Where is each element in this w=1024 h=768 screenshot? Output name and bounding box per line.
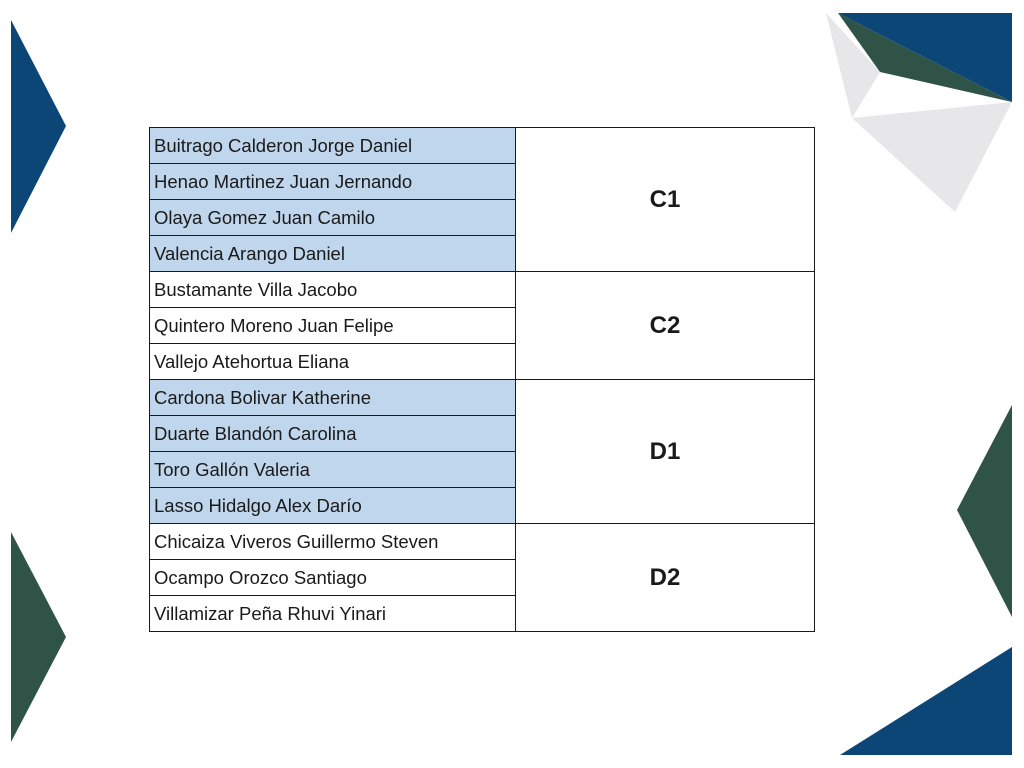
member-name-cell: Ocampo Orozco Santiago — [149, 559, 516, 596]
group-label-cell: C1 — [515, 127, 815, 272]
group-label-cell: D2 — [515, 523, 815, 632]
group-label-cell: D1 — [515, 379, 815, 524]
member-name-cell: Villamizar Peña Rhuvi Yinari — [149, 595, 516, 632]
left-bottom-green-triangle — [11, 532, 66, 742]
table-row: Toro Gallón Valeria — [149, 451, 815, 488]
group-label-cell: C2 — [515, 271, 815, 380]
table-row: Villamizar Peña Rhuvi Yinari — [149, 595, 815, 632]
member-name-cell: Lasso Hidalgo Alex Darío — [149, 487, 516, 524]
member-name-cell: Buitrago Calderon Jorge Daniel — [149, 127, 516, 164]
right-middle-green-triangle — [957, 405, 1012, 617]
member-name-cell: Henao Martinez Juan Jernando — [149, 163, 516, 200]
member-name-cell: Valencia Arango Daniel — [149, 235, 516, 272]
right-bottom-navy-triangle — [840, 647, 1012, 755]
table-row: Vallejo Atehortua Eliana — [149, 343, 815, 380]
top-right-gray-triangle-b — [852, 102, 1012, 212]
member-name-cell: Quintero Moreno Juan Felipe — [149, 307, 516, 344]
member-name-cell: Bustamante Villa Jacobo — [149, 271, 516, 308]
member-name-cell: Duarte Blandón Carolina — [149, 415, 516, 452]
member-name-cell: Olaya Gomez Juan Camilo — [149, 199, 516, 236]
member-name-cell: Vallejo Atehortua Eliana — [149, 343, 516, 380]
left-top-navy-triangle — [11, 20, 66, 233]
table-row: Lasso Hidalgo Alex Darío — [149, 487, 815, 524]
table-row: Quintero Moreno Juan Felipe — [149, 307, 815, 344]
top-right-navy-triangle — [838, 13, 1012, 102]
table-row: Ocampo Orozco Santiago — [149, 559, 815, 596]
member-name-cell: Cardona Bolivar Katherine — [149, 379, 516, 416]
top-right-green-band — [838, 13, 1012, 102]
member-name-cell: Toro Gallón Valeria — [149, 451, 516, 488]
top-right-gray-triangle-a — [826, 13, 880, 118]
table-row: Duarte Blandón Carolina — [149, 415, 815, 452]
member-name-cell: Chicaiza Viveros Guillermo Steven — [149, 523, 516, 560]
table-row: Olaya Gomez Juan Camilo — [149, 199, 815, 236]
